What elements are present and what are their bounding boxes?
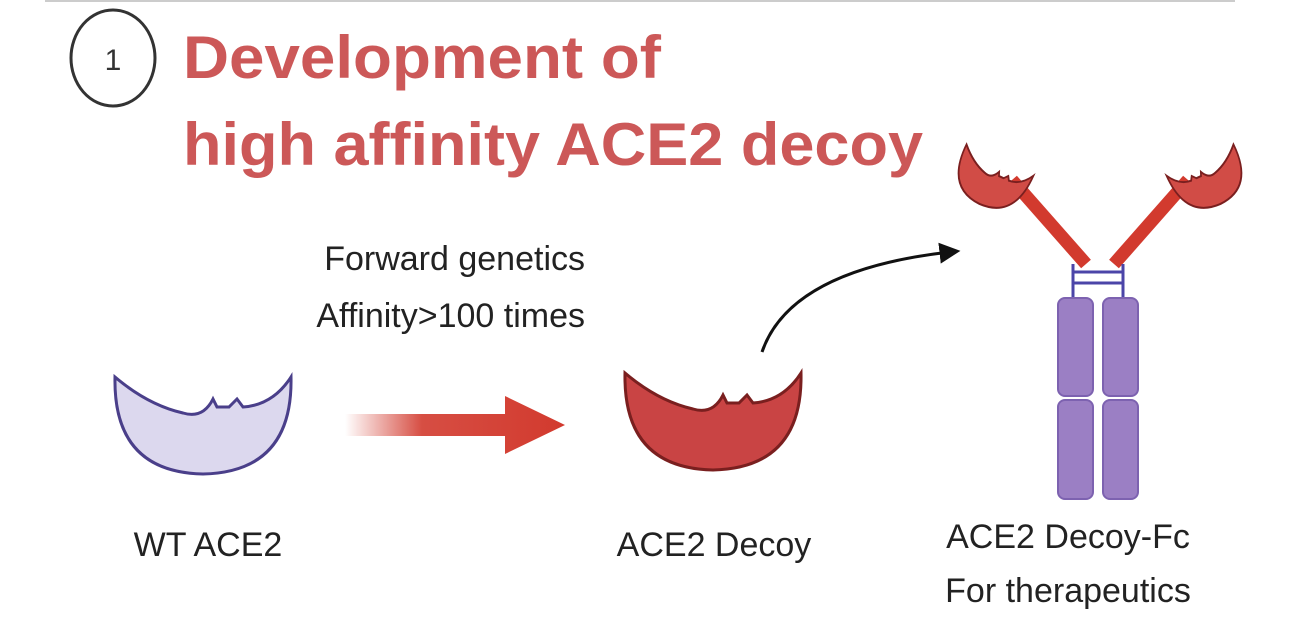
right-decoy-head-icon [1165,143,1255,221]
fc-domain [1102,399,1139,500]
method-line-2: Affinity>100 times [316,297,585,335]
ace2-decoy-label: ACE2 Decoy [617,526,812,564]
ace2-decoy-fc-icon [945,143,1255,500]
step-number: 1 [105,44,122,77]
right-arm [1109,175,1193,269]
left-decoy-head-icon [945,143,1035,221]
left-arm [1007,175,1091,269]
hinge [1071,264,1125,300]
fc-domain [1057,297,1094,397]
fc-domain [1057,399,1094,500]
step-circle [69,8,157,108]
wt-ace2-icon [113,375,293,476]
wt-ace2-label: WT ACE2 [134,526,283,564]
decoy-fc-label-2: For therapeutics [945,572,1191,610]
decoy-fc-label-1: ACE2 Decoy-Fc [946,518,1190,556]
step-badge: 1 [69,8,157,108]
process-arrow-icon [345,396,565,454]
ace2-decoy-icon [623,371,803,472]
method-line-1: Forward genetics [324,240,585,278]
fc-domains [1057,297,1139,500]
title-line-1: Development of [183,24,662,91]
curved-arrow-icon [760,242,961,353]
title-line-2: high affinity ACE2 decoy [183,111,924,178]
fc-domain [1102,297,1139,397]
